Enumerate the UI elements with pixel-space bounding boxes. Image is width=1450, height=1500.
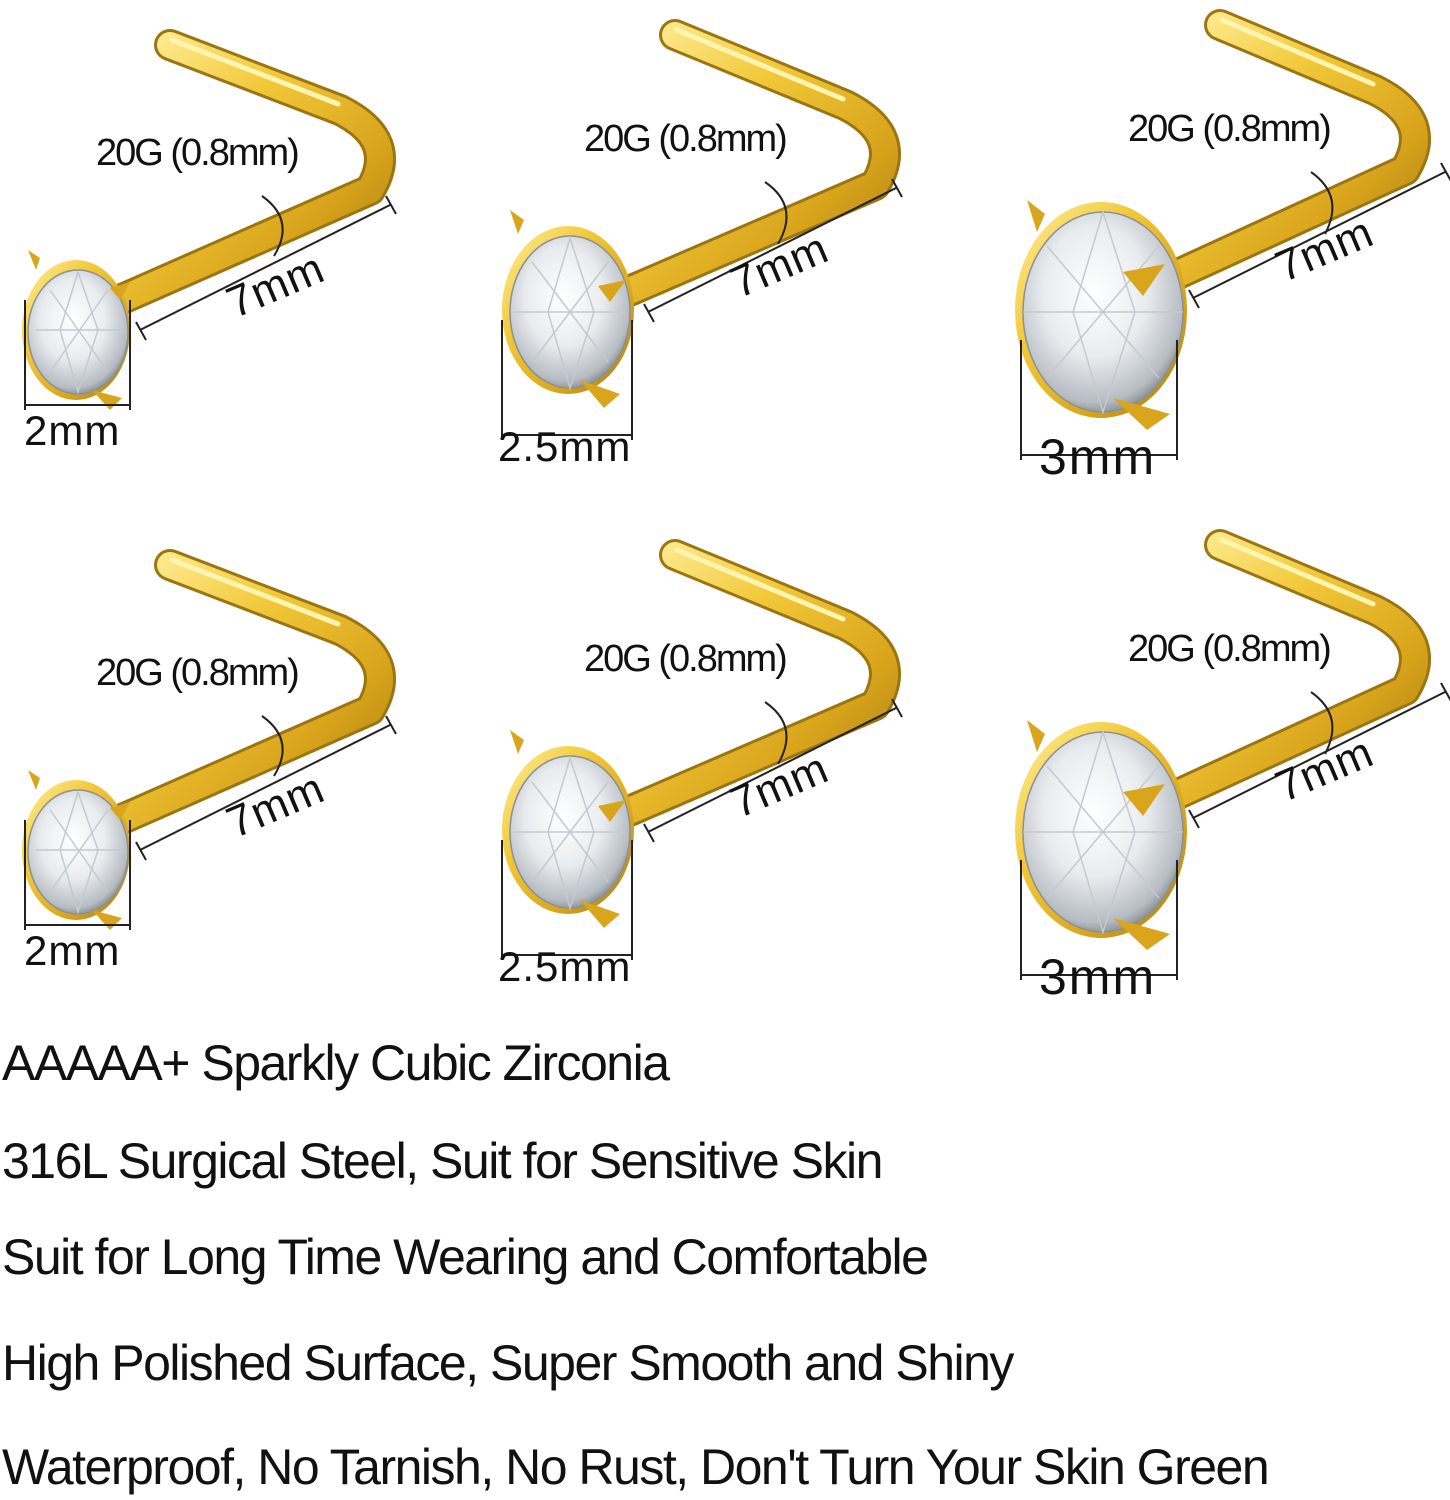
nose-stud-illustration [501, 19, 903, 440]
nose-stud-4: 20G (0.8mm) 7mm 2mm [0, 520, 480, 990]
stone-size-label: 3mm [1039, 429, 1157, 485]
stone-size-label: 2.5mm [498, 943, 632, 990]
gauge-label: 20G (0.8mm) [584, 638, 788, 680]
nose-stud-illustration [22, 549, 397, 930]
feature-polished: High Polished Surface, Super Smooth and … [2, 1335, 1014, 1391]
stone-size-label: 2mm [24, 927, 121, 974]
nose-stud-5: 20G (0.8mm) 7mm 2.5mm [480, 520, 960, 1000]
gauge-label: 20G (0.8mm) [1128, 108, 1332, 150]
feature-surgical-steel: 316L Surgical Steel, Suit for Sensitive … [2, 1133, 883, 1189]
gauge-label: 20G (0.8mm) [584, 118, 788, 160]
nose-stud-1: 20G (0.8mm) 7mm 2mm [0, 0, 480, 470]
nose-stud-3: 20G (0.8mm) 7mm 3mm [965, 0, 1450, 490]
stone-size-label: 2.5mm [498, 423, 632, 470]
feature-comfortable: Suit for Long Time Wearing and Comfortab… [2, 1229, 929, 1285]
stone-size-label: 3mm [1039, 949, 1157, 1005]
nose-stud-illustration [22, 29, 397, 410]
nose-stud-illustration [501, 539, 903, 960]
stone-size-label: 2mm [24, 407, 121, 454]
nose-stud-illustration [1015, 9, 1450, 460]
gauge-label: 20G (0.8mm) [96, 132, 300, 174]
nose-stud-6: 20G (0.8mm) 7mm 3mm [965, 520, 1450, 1010]
feature-cubic-zirconia: AAAAA+ Sparkly Cubic Zirconia [2, 1035, 670, 1091]
nose-stud-2: 20G (0.8mm) 7mm 2.5mm [480, 0, 960, 480]
gauge-label: 20G (0.8mm) [96, 652, 300, 694]
nose-stud-illustration [1015, 529, 1450, 980]
feature-waterproof: Waterproof, No Tarnish, No Rust, Don't T… [2, 1439, 1270, 1495]
gauge-label: 20G (0.8mm) [1128, 628, 1332, 670]
